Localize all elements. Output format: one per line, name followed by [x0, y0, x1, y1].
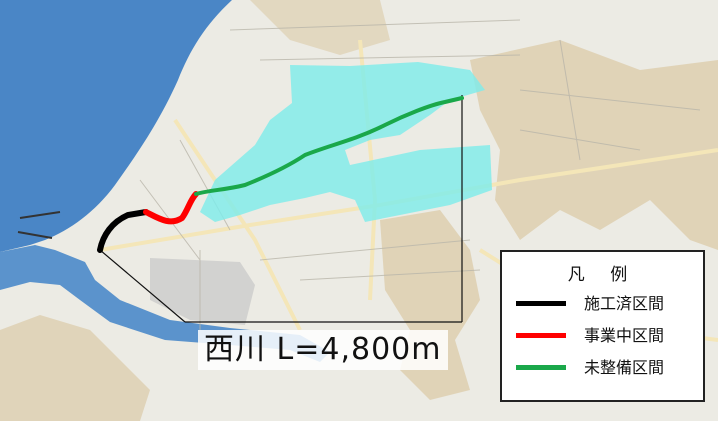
legend-swatch-completed: [516, 301, 566, 306]
legend-title: 凡 例: [567, 265, 638, 285]
length-dimension: [99, 95, 463, 323]
legend-item-undeveloped: 未整備区間: [516, 356, 696, 380]
river-length-label: 西川 L=4,800m: [198, 330, 448, 370]
legend-item-in-progress: 事業中区間: [516, 324, 696, 348]
legend-label-in-progress: 事業中区間: [584, 326, 665, 345]
breakwater: [17, 211, 61, 239]
hills-north: [250, 0, 390, 55]
urban-area: [150, 258, 255, 325]
legend-label-completed: 施工済区間: [584, 294, 665, 313]
hills-east: [470, 40, 718, 250]
hills-southwest: [0, 315, 150, 421]
map-legend: 凡 例 施工済区間 事業中区間 未整備区間: [500, 250, 705, 402]
sea: [0, 0, 232, 252]
segment-undeveloped: [194, 96, 464, 196]
legend-label-undeveloped: 未整備区間: [584, 358, 665, 377]
legend-swatch-in-progress: [516, 333, 566, 338]
segment-completed: [97, 209, 149, 253]
segment-in-progress: [143, 191, 199, 225]
legend-item-completed: 施工済区間: [516, 292, 696, 316]
legend-swatch-undeveloped: [516, 365, 566, 370]
